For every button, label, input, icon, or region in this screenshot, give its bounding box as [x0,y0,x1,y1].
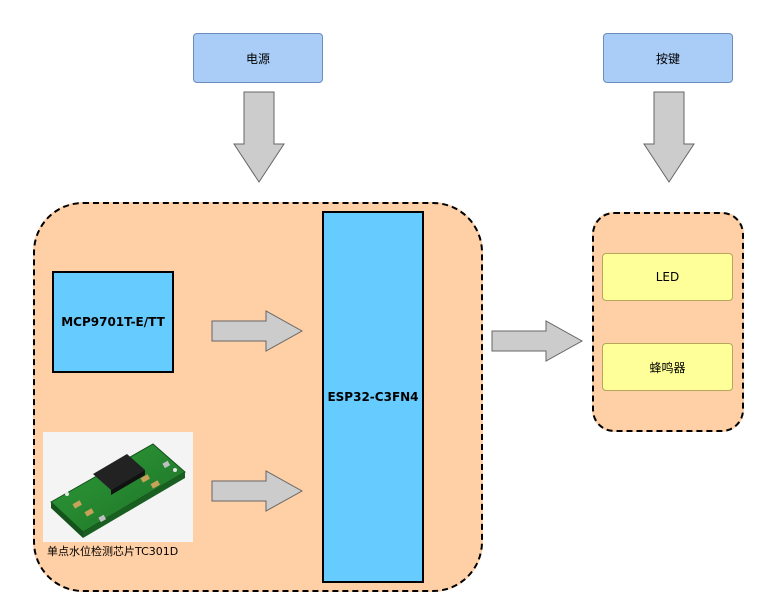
mcp-sensor-block: MCP9701T-E/TT [52,271,174,373]
arrow-down-power [233,91,285,183]
buzzer-label: 蜂鸣器 [649,360,686,375]
arrow-mcp-to-esp [211,310,304,352]
arrow-down-button [643,91,695,183]
button-label: 按键 [655,51,680,66]
power-box: 电源 [193,33,323,83]
buzzer-box: 蜂鸣器 [602,343,733,391]
output-group [592,212,744,432]
mcp-label: MCP9701T-E/TT [61,315,165,329]
arrow-sensor-to-esp [211,470,304,512]
sensor-caption: 单点水位检测芯片TC301D [47,545,179,558]
led-label: LED [655,270,680,284]
sensor-photo [43,432,193,542]
esp32-label: ESP32-C3FN4 [327,390,419,404]
button-box: 按键 [603,33,733,83]
led-box: LED [602,253,733,301]
esp32-block: ESP32-C3FN4 [322,211,424,583]
power-label: 电源 [245,51,270,66]
arrow-esp-to-outputs [491,320,584,362]
sensor-board-icon [50,443,186,538]
